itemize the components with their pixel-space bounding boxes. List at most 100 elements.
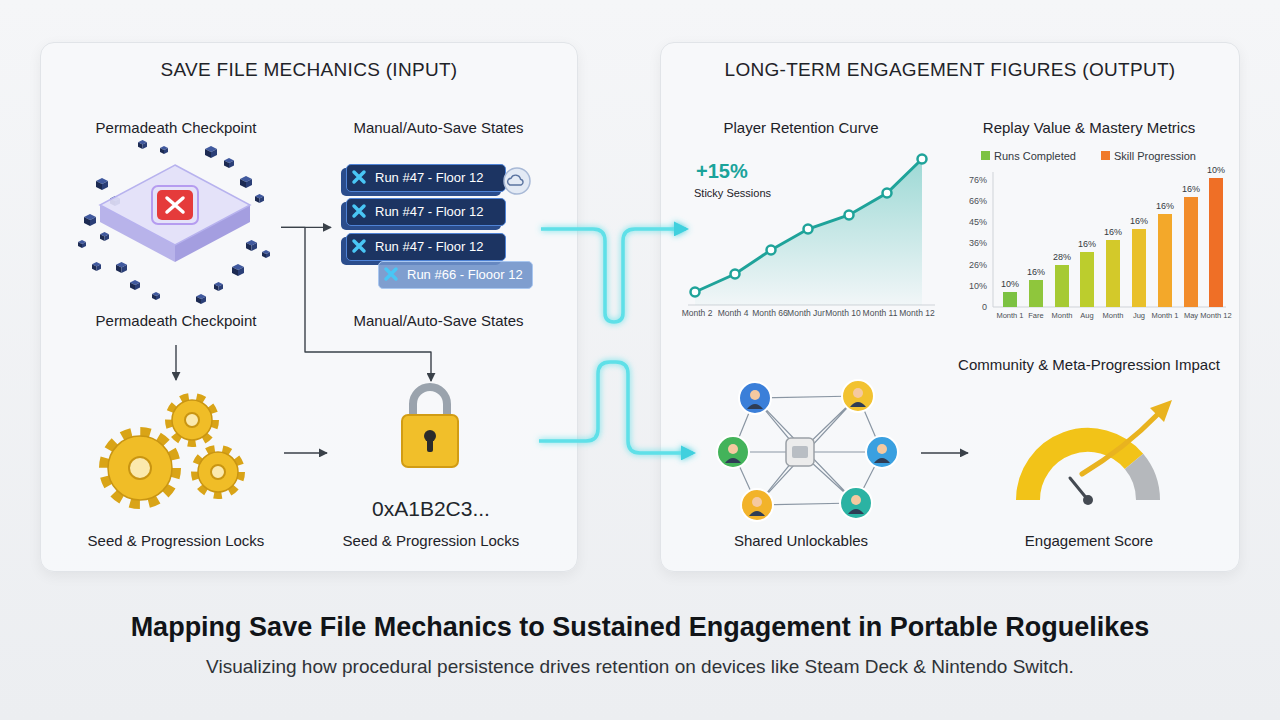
node-label: Engagement Score [946, 532, 1232, 550]
bar-value: 16% [1027, 268, 1045, 277]
node-note: Sticky Sessions [694, 187, 771, 200]
lock-body [402, 415, 458, 467]
axis-tick: Jug [1133, 312, 1145, 320]
node-heading: Seed & Progression Locks [86, 532, 266, 550]
bar-value: 10% [1207, 166, 1225, 175]
save-state-group: Manual/Auto-Save StatesManual/Auto-Save … [336, 113, 541, 333]
node-heading: Community & Meta-Progression Impact [946, 356, 1232, 374]
bar-value: 28% [1053, 253, 1071, 262]
node-heading: Replay Value & Mastery Metrics [951, 119, 1227, 137]
gauge-group: Community & Meta-Progression ImpactEngag… [946, 353, 1232, 556]
bar-value: 16% [1130, 217, 1148, 226]
hub-icon [792, 446, 808, 458]
axis-tick: 36% [969, 239, 987, 248]
avatar-face [877, 444, 887, 454]
node-heading: Run #47 - Floor 12 [375, 165, 483, 190]
axis-tick: 45% [969, 218, 987, 227]
node-heading: Shared Unlockables [691, 532, 911, 550]
node-heading: Manual/Auto-Save States [336, 119, 541, 137]
axis-tick: Month 66 [752, 309, 787, 318]
bar [1029, 280, 1043, 307]
gear-hole [211, 465, 225, 479]
bar-value: 16% [1156, 202, 1174, 211]
gear-hole [185, 413, 199, 427]
node-heading: LONG-TERM ENGAGEMENT FIGURES (OUTPUT) [661, 61, 1239, 79]
gear-body [198, 452, 238, 492]
avatar-body [874, 458, 890, 463]
diagram-caption: Visualizing how procedural persistence d… [0, 656, 1280, 678]
axis-tick: Month Jur [787, 309, 825, 318]
axis-tick: Month 12 [1200, 312, 1231, 320]
avatar-face [750, 390, 760, 400]
avatar [866, 436, 898, 468]
bar [1080, 252, 1094, 307]
axis-tick: Month [1103, 312, 1124, 320]
axis-tick: Month 2 [682, 309, 713, 318]
axis-tick: 76% [969, 176, 987, 185]
network-group: Shared Unlockables [691, 381, 911, 556]
node-heading: Player Retention Curve [676, 119, 926, 137]
axis-tick: Month [1052, 312, 1073, 320]
error-badge [157, 190, 193, 220]
avatar [842, 380, 874, 412]
axis-tick: Month 10 [825, 309, 860, 318]
legend-swatch [1101, 151, 1110, 160]
avatar [741, 489, 773, 521]
flow-arrow [175, 345, 176, 380]
gear-teeth [104, 432, 176, 504]
glow-frame [152, 186, 198, 224]
flow-arrow [921, 452, 968, 453]
hub-icon [786, 438, 814, 466]
avatar-face [851, 495, 861, 505]
flow-arrow [284, 452, 327, 453]
node-label: Manual/Auto-Save States [336, 312, 541, 330]
legend-swatch [981, 151, 990, 160]
axis-tick: Month 12 [899, 309, 934, 318]
axis-tick: Month 11 [863, 309, 898, 318]
data-point [767, 246, 776, 255]
axis-tick: 10% [969, 282, 987, 291]
bar [1158, 214, 1172, 307]
error-cross [167, 198, 183, 212]
bar-value: 16% [1078, 240, 1096, 249]
gear-hole [129, 457, 151, 479]
node-heading: Run #66 - Flooor 12 [407, 262, 523, 287]
axis-tick: 66% [969, 197, 987, 206]
data-point [804, 225, 813, 234]
axis-tick: Month 1 [1151, 312, 1178, 320]
avatar-face [853, 388, 863, 398]
output-panel: LONG-TERM ENGAGEMENT FIGURES (OUTPUT) Pla… [660, 42, 1240, 572]
axis-tick: May [1184, 312, 1198, 320]
cloud-badge [504, 168, 530, 194]
node-heading: Permadeath Checkpoint [76, 119, 276, 137]
bar [1055, 265, 1069, 307]
line-chart-group: Player Retention Curve +15% Sticky Session… [676, 113, 926, 326]
lock-group: 0xA1B2C3...Seed & Progression Locks [341, 386, 521, 556]
bar [1003, 292, 1017, 307]
bar [1106, 240, 1120, 307]
save-card: Run #66 - Flooor 12 [378, 261, 533, 289]
avatar-face [728, 444, 738, 454]
legend-text: Skill Progression [1114, 151, 1196, 162]
node-heading: Run #47 - Floor 12 [375, 199, 483, 224]
node-label: Permadeath Checkpoint [76, 312, 276, 330]
diagram-title: Mapping Save File Mechanics to Sustained… [0, 612, 1280, 643]
node-label: Seed & Progression Locks [341, 532, 521, 550]
gear-body [108, 436, 172, 500]
node-label: +15% [696, 160, 748, 182]
data-point [731, 270, 740, 279]
legend-text: Runs Completed [994, 151, 1076, 162]
cloud-icon [508, 175, 523, 185]
avatar-body [848, 509, 864, 514]
bar-value: 16% [1182, 185, 1200, 194]
bar-chart-group: Replay Value & Mastery Metrics [951, 113, 1227, 326]
data-point [691, 288, 700, 297]
bar-value: 10% [1001, 280, 1019, 289]
avatar [739, 382, 771, 414]
axis-tick: 0 [982, 303, 987, 312]
axis-tick: Fare [1028, 312, 1043, 320]
data-point [845, 211, 854, 220]
input-panel: SAVE FILE MECHANICS (INPUT)Permadeath Ch… [40, 42, 578, 572]
avatar-body [850, 402, 866, 407]
axis-tick: Month 4 [718, 309, 749, 318]
